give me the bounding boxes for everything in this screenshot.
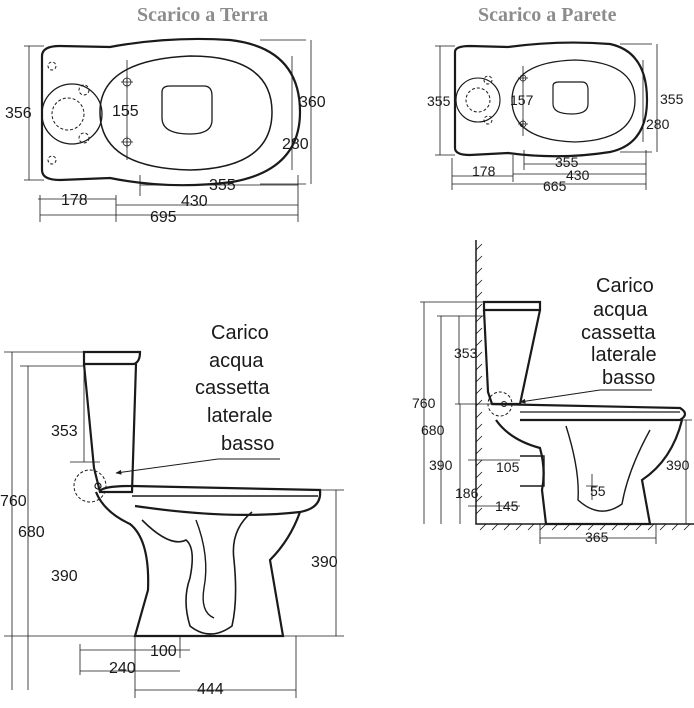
note-wall-line-5: basso [602,367,655,389]
dim-side-floor-240: 240 [109,660,136,677]
dim-side-wall-353: 353 [454,345,478,361]
dim-plan-floor-430: 430 [181,193,208,210]
dim-plan-wall-width-355-right: 355 [660,91,684,107]
title-wall-outlet: Scarico a Parete [478,4,617,26]
note-floor-line-3: cassetta [195,377,270,399]
dim-side-wall-365: 365 [585,529,609,545]
dim-plan-wall-355: 355 [555,154,579,170]
dim-plan-wall-seat-280: 280 [646,116,670,132]
dim-side-floor-390-left: 390 [51,568,78,585]
dim-plan-wall-width-355-left: 355 [427,93,451,109]
dim-side-floor-100: 100 [150,643,177,660]
note-floor-line-5: basso [221,433,274,455]
note-wall-line-4: laterale [591,344,657,366]
dim-plan-wall-holes-157: 157 [510,92,534,108]
dim-side-wall-390-right: 390 [666,457,690,473]
dim-side-wall-145: 145 [495,498,519,514]
dim-side-floor-353: 353 [51,423,78,440]
dim-side-floor-444: 444 [197,681,224,698]
plan-view-floor-outlet: 356 155 360 280 178 355 430 695 [5,37,326,226]
dim-plan-floor-width-360: 360 [299,94,326,111]
dim-plan-floor-holes-155: 155 [112,103,139,120]
dim-plan-floor-355: 355 [209,177,236,194]
dim-plan-wall-178: 178 [472,163,496,179]
note-wall-line-2: acqua [593,299,648,321]
dim-side-floor-760: 760 [0,493,27,510]
dim-side-floor-680: 680 [18,524,45,541]
plan-view-wall-outlet: 355 157 355 280 178 355 430 665 [427,41,684,194]
dim-plan-wall-length-665: 665 [543,178,567,194]
dim-side-wall-186: 186 [455,485,479,501]
dim-plan-floor-178: 178 [61,192,88,209]
note-floor-line-4: laterale [207,405,273,427]
dim-plan-floor-length-695: 695 [150,209,177,226]
dim-plan-floor-seat-280: 280 [282,136,309,153]
note-floor-line-2: acqua [209,350,264,372]
note-wall-line-1: Carico [596,275,654,297]
dim-side-wall-55: 55 [590,483,606,499]
dim-side-wall-390-left: 390 [429,457,453,473]
side-view-floor-outlet: Carico acqua cassetta laterale basso 353… [0,322,344,698]
dim-side-wall-105: 105 [496,459,520,475]
note-floor-line-1: Carico [211,322,269,344]
title-floor-outlet: Scarico a Terra [137,4,269,26]
note-wall-line-3: cassetta [581,322,656,344]
dim-side-wall-760: 760 [412,395,436,411]
dim-side-wall-680: 680 [421,422,445,438]
dim-side-floor-390-right: 390 [311,554,338,571]
dim-plan-floor-width-356: 356 [5,105,32,122]
side-view-wall-outlet: Carico acqua cassetta laterale basso 353… [412,240,694,545]
dim-plan-wall-430: 430 [566,167,590,183]
